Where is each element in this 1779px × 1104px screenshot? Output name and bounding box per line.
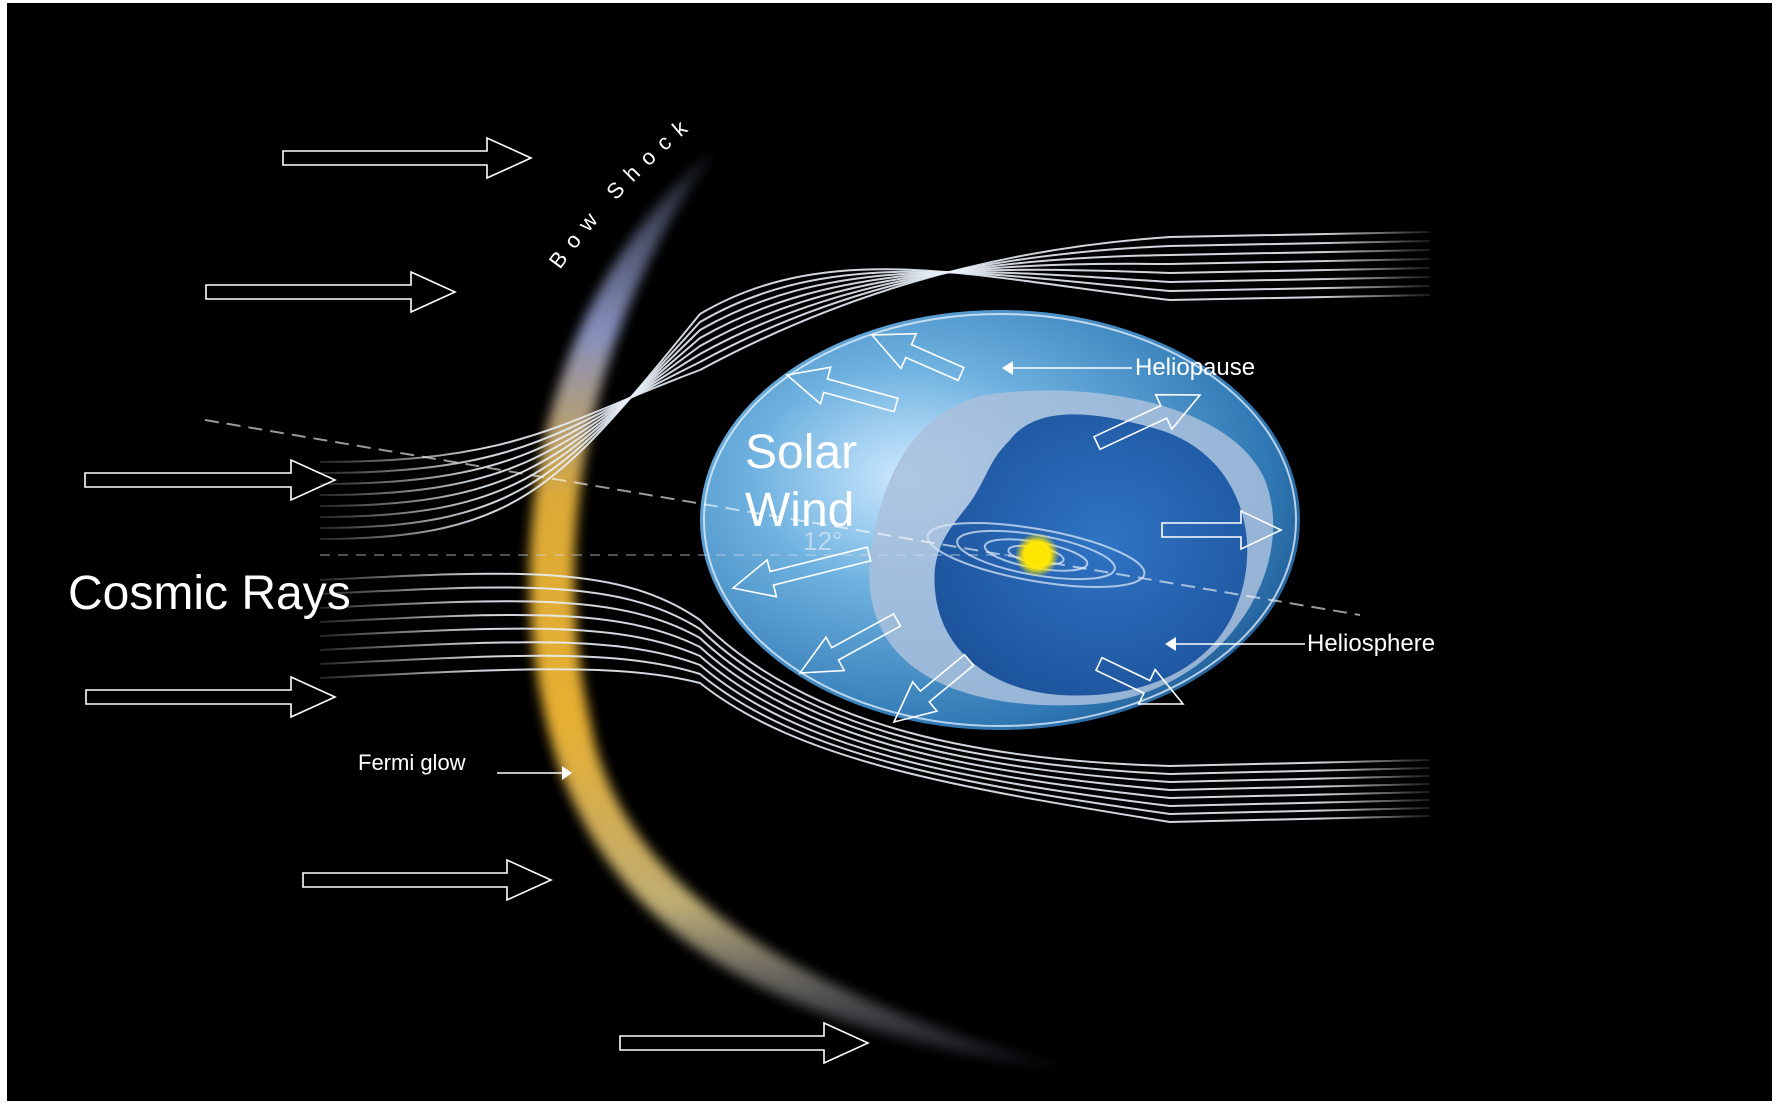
heliosphere-core: [934, 414, 1248, 696]
field-line-top: [319, 267, 1431, 507]
radial-arrow-outline-icon: [892, 653, 975, 724]
right-arrow-outline-icon: [302, 858, 553, 902]
cosmic-rays-label: Cosmic Rays: [68, 567, 351, 620]
right-arrow-outline-icon: [85, 675, 337, 719]
ecliptic-line: [204, 419, 1361, 616]
field-line-bottom: [319, 586, 1431, 776]
radial-arrow-outline-icon: [1094, 656, 1185, 705]
triangle-pointer-icon: [562, 766, 572, 780]
fermi-glow-callout: Fermi glow: [358, 750, 572, 780]
field-line-bottom: [319, 613, 1431, 792]
radial-arrow-outline-icon: [798, 612, 902, 674]
field-line-bottom: [319, 654, 1431, 816]
angle-label: 12°: [803, 526, 842, 556]
field-line-bottom: [319, 668, 1431, 824]
field-line-bottom: [319, 572, 1431, 768]
field-line-bottom: [319, 627, 1431, 800]
field-line-top: [319, 268, 1431, 540]
heliosphere-callout: Heliosphere: [1165, 630, 1435, 657]
right-arrow-outline-icon: [282, 136, 533, 180]
heliopause-boundary: [703, 313, 1297, 727]
field-line-bottom: [319, 600, 1431, 784]
field-line-bottom: [319, 641, 1431, 808]
heliopause-label: Heliopause: [1135, 354, 1255, 381]
field-line-top: [319, 258, 1431, 496]
field-line-top: [319, 231, 1431, 463]
right-arrow-outline-icon: [84, 458, 337, 502]
radial-arrow-outline-icon: [870, 332, 965, 382]
radial-arrow-outline-icon: [1161, 509, 1283, 551]
radial-arrow-outline-icon: [1092, 393, 1202, 451]
solar-wind-arrows: [731, 332, 1283, 724]
sun: [1026, 544, 1048, 566]
right-arrow-outline-icon: [205, 270, 457, 314]
radial-arrow-outline-icon: [785, 366, 899, 413]
field-line-top: [319, 240, 1431, 474]
triangle-pointer-icon: [1165, 637, 1176, 651]
right-arrow-outline-icon: [619, 1021, 870, 1065]
field-line-top: [319, 270, 1431, 529]
field-lines: [319, 231, 1431, 824]
triangle-pointer-icon: [1002, 361, 1013, 375]
solar-wind-label-line2: Wind: [745, 484, 854, 537]
heliopause-callout: Heliopause: [1002, 354, 1255, 381]
field-line-top: [319, 271, 1431, 518]
cosmic-ray-arrows: [84, 136, 870, 1065]
heliosphere-label: Heliosphere: [1307, 630, 1435, 657]
fermi-glow-label: Fermi glow: [358, 750, 466, 775]
solar-wind-label-line1: Solar: [745, 426, 857, 479]
radial-arrow-outline-icon: [731, 546, 872, 598]
field-line-top: [319, 249, 1431, 485]
